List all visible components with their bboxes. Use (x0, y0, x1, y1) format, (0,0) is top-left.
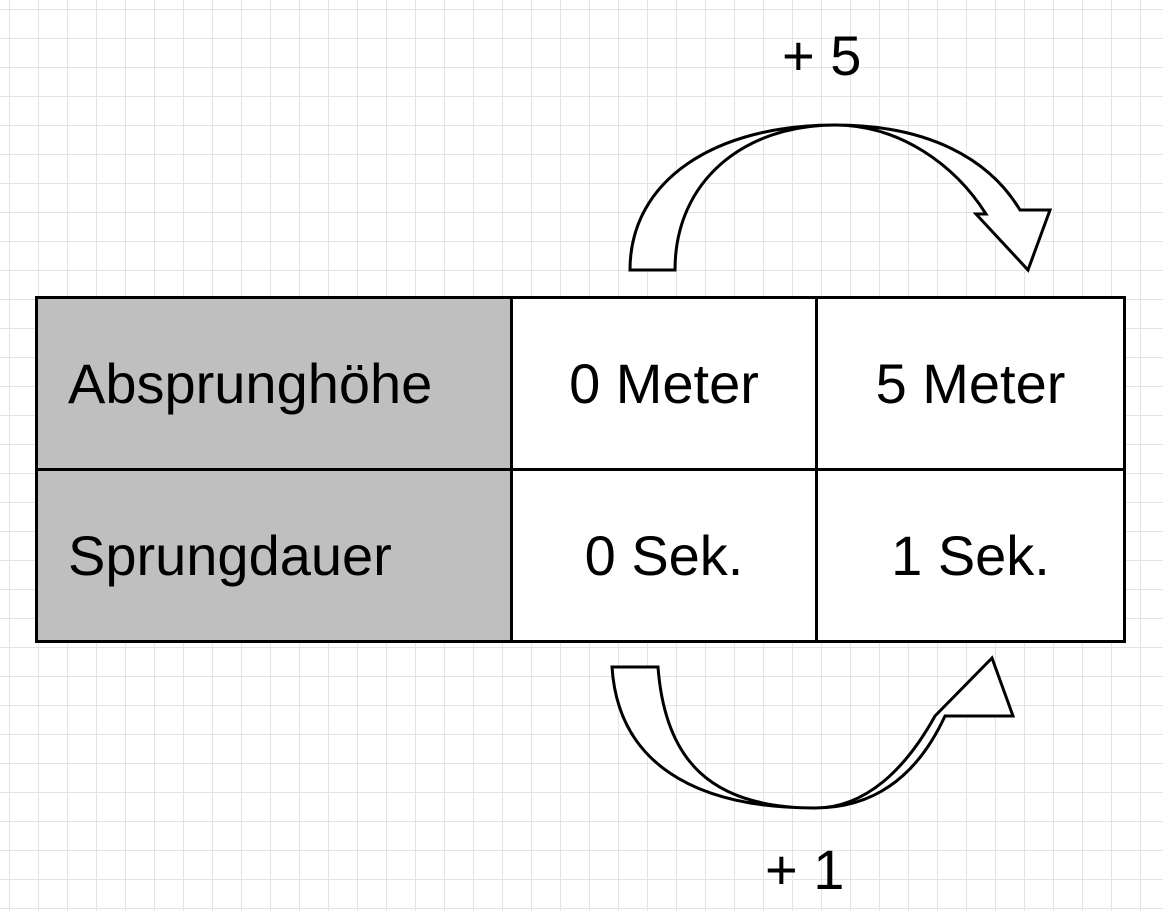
value-table-wrapper: Absprunghöhe 0 Meter 5 Meter Sprungdauer… (35, 296, 1126, 643)
table-row-sprungdauer: Sprungdauer 0 Sek. 1 Sek. (35, 468, 1126, 643)
top-step-label: + 5 (782, 24, 862, 87)
row-header-absprunghoehe: Absprunghöhe (35, 296, 513, 471)
bottom-step-label: + 1 (765, 838, 845, 901)
bottom-curved-arrow-icon (610, 655, 1016, 810)
top-curved-arrow-icon (628, 123, 1053, 273)
table-cell: 0 Meter (510, 296, 818, 471)
value-table: Absprunghöhe 0 Meter 5 Meter Sprungdauer… (35, 296, 1126, 643)
row-header-sprungdauer: Sprungdauer (35, 468, 513, 643)
table-cell: 5 Meter (815, 296, 1126, 471)
table-row-absprunghoehe: Absprunghöhe 0 Meter 5 Meter (35, 296, 1126, 471)
table-cell: 0 Sek. (510, 468, 818, 643)
table-cell: 1 Sek. (815, 468, 1126, 643)
